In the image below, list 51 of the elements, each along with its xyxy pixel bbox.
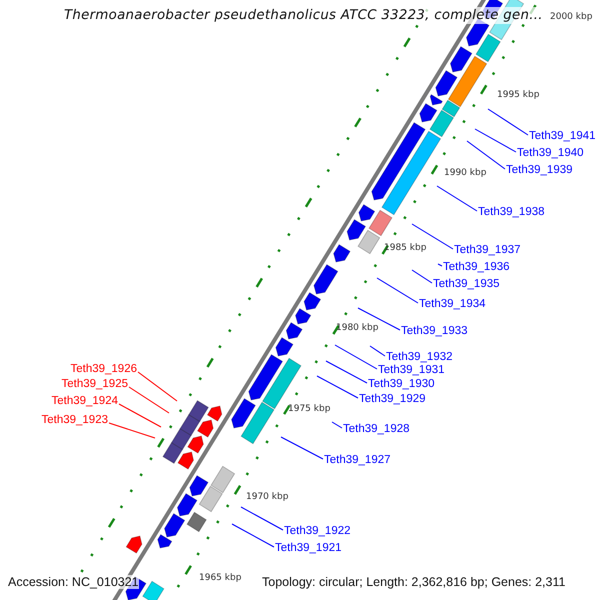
- leader-line: [412, 270, 432, 284]
- scale-label: 1975 kbp: [288, 404, 330, 414]
- gene-label: Teth39_1925: [61, 377, 128, 391]
- leader-line: [240, 506, 284, 530]
- scale-label: 1990 kbp: [444, 168, 486, 178]
- leader-line: [358, 308, 400, 330]
- leader-line: [466, 140, 506, 170]
- gene-label: Teth39_1921: [275, 541, 342, 555]
- leader-line: [118, 404, 162, 428]
- gene-label: Teth39_1932: [386, 350, 453, 364]
- scale-label: 1970 kbp: [246, 492, 288, 502]
- gene-label: Teth39_1931: [378, 363, 445, 377]
- leader-line: [436, 186, 478, 212]
- scale-label: 1980 kbp: [336, 323, 378, 333]
- leader-line: [280, 436, 324, 460]
- leader-line: [138, 372, 178, 402]
- gene-label: Teth39_1927: [324, 453, 391, 467]
- leader-line: [438, 264, 442, 266]
- gene-label: Teth39_1933: [401, 324, 468, 338]
- footer-text: Accession: NC_010321: [8, 575, 139, 589]
- leader-line: [412, 224, 454, 250]
- gene-label: Teth39_1923: [41, 413, 108, 427]
- gene-label: Teth39_1930: [368, 377, 435, 391]
- gene-label: Teth39_1940: [517, 146, 584, 160]
- gene-label: Teth39_1922: [284, 524, 351, 538]
- leader-line: [316, 376, 358, 398]
- gene-label: Teth39_1939: [506, 163, 573, 177]
- gene-label: Teth39_1937: [454, 243, 521, 257]
- scale-label: 1965 kbp: [199, 573, 242, 583]
- gene-label: Teth39_1938: [478, 205, 545, 219]
- gene-label: Teth39_1934: [419, 297, 486, 311]
- scale-label: 1995 kbp: [497, 90, 540, 100]
- leader-line: [488, 108, 528, 136]
- leader-line: [326, 360, 368, 384]
- leader-line: [232, 524, 274, 548]
- gene-label: Teth39_1929: [359, 392, 426, 406]
- gene-label: Teth39_1928: [343, 422, 410, 436]
- leader-line: [376, 278, 418, 304]
- gene-label: Teth39_1935: [433, 277, 500, 291]
- footer-text: Topology: circular; Length: 2,362,816 bp; Genes: 2,311: [262, 575, 566, 589]
- leader-line: [370, 346, 386, 356]
- gene-label: Teth39_1936: [443, 260, 510, 274]
- leader-line: [474, 128, 516, 152]
- scale-label: 2000 kbp: [550, 12, 592, 22]
- leader-line: [334, 344, 378, 370]
- leader-line: [332, 422, 342, 428]
- leader-line: [128, 386, 170, 414]
- gene-label: Teth39_1941: [529, 129, 596, 143]
- leader-line: [108, 422, 156, 438]
- gene-label: Teth39_1924: [51, 394, 118, 408]
- gene-label: Teth39_1926: [70, 362, 137, 376]
